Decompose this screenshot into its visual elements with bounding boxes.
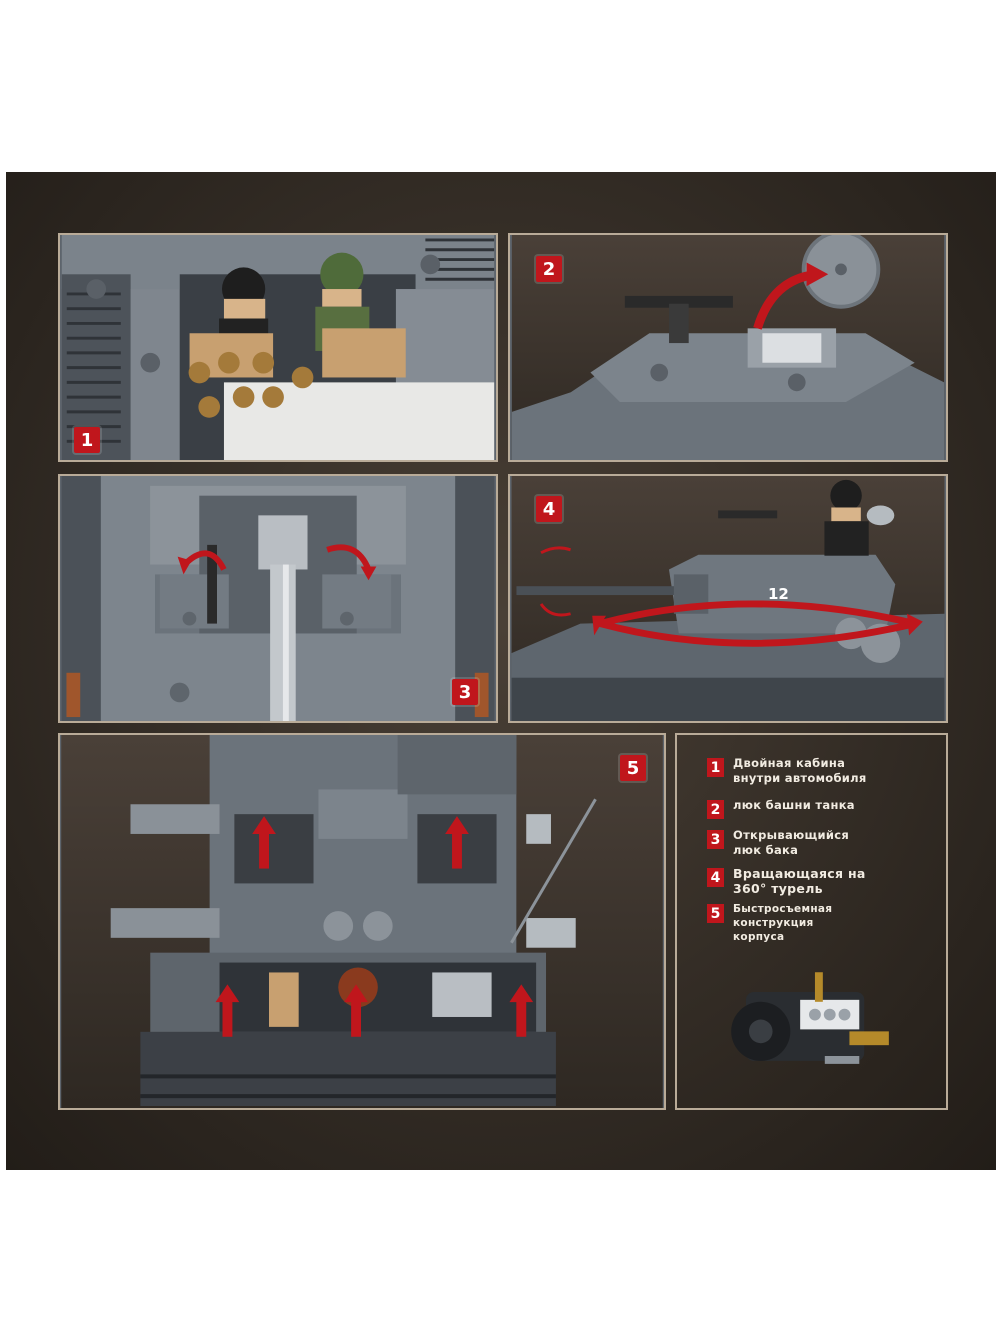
legend-text-5: Быстросъемная конструкция корпуса [733, 903, 833, 943]
legend-number-1: 1 [707, 758, 724, 777]
badge-1: 1 [74, 427, 100, 453]
hull-construction-illustration [61, 735, 663, 1108]
panel-fuel-hatch: 3 [58, 474, 498, 723]
panel-crew-cabin: 1 [58, 233, 498, 462]
crew-cabin-illustration [61, 235, 495, 460]
fuel-hatch-illustration [61, 476, 495, 721]
panel-rotating-turret: 4 12 [508, 474, 948, 723]
legend-text-4: Вращающаяся на 360° турель [733, 866, 866, 896]
legend-item-1: 1 Двойная кабина внутри автомобиля [707, 756, 867, 786]
badge-5: 5 [620, 755, 646, 781]
legend-text-1: Двойная кабина внутри автомобиля [733, 756, 867, 785]
legend-number-2: 2 [707, 800, 724, 819]
panel-feature-legend: 1 Двойная кабина внутри автомобиля 2 люк… [675, 733, 948, 1110]
legend-item-5: 5 Быстросъемная конструкция корпуса [707, 902, 832, 944]
panel-turret-hatch: 2 [508, 233, 948, 462]
legend-item-4: 4 Вращающаяся на 360° турель [707, 866, 866, 896]
turret-hatch-illustration [511, 235, 945, 460]
legend-number-3: 3 [707, 830, 724, 849]
badge-2: 2 [536, 256, 562, 282]
badge-4: 4 [536, 496, 562, 522]
turret-number-decal: 12 [768, 585, 789, 603]
panel-hull-construction: 5 [58, 733, 666, 1110]
product-feature-board: 1 2 [6, 172, 996, 1170]
legend-number-4: 4 [707, 868, 724, 887]
badge-3: 3 [452, 679, 478, 705]
rotating-turret-illustration [511, 476, 945, 721]
legend-text-2: люк башни танка [733, 798, 855, 812]
legend-text-3: Открывающийся люк бака [733, 828, 850, 857]
legend-item-3: 3 Открывающийся люк бака [707, 828, 849, 858]
legend-item-2: 2 люк башни танка [707, 798, 855, 819]
legend-number-5: 5 [707, 904, 724, 923]
